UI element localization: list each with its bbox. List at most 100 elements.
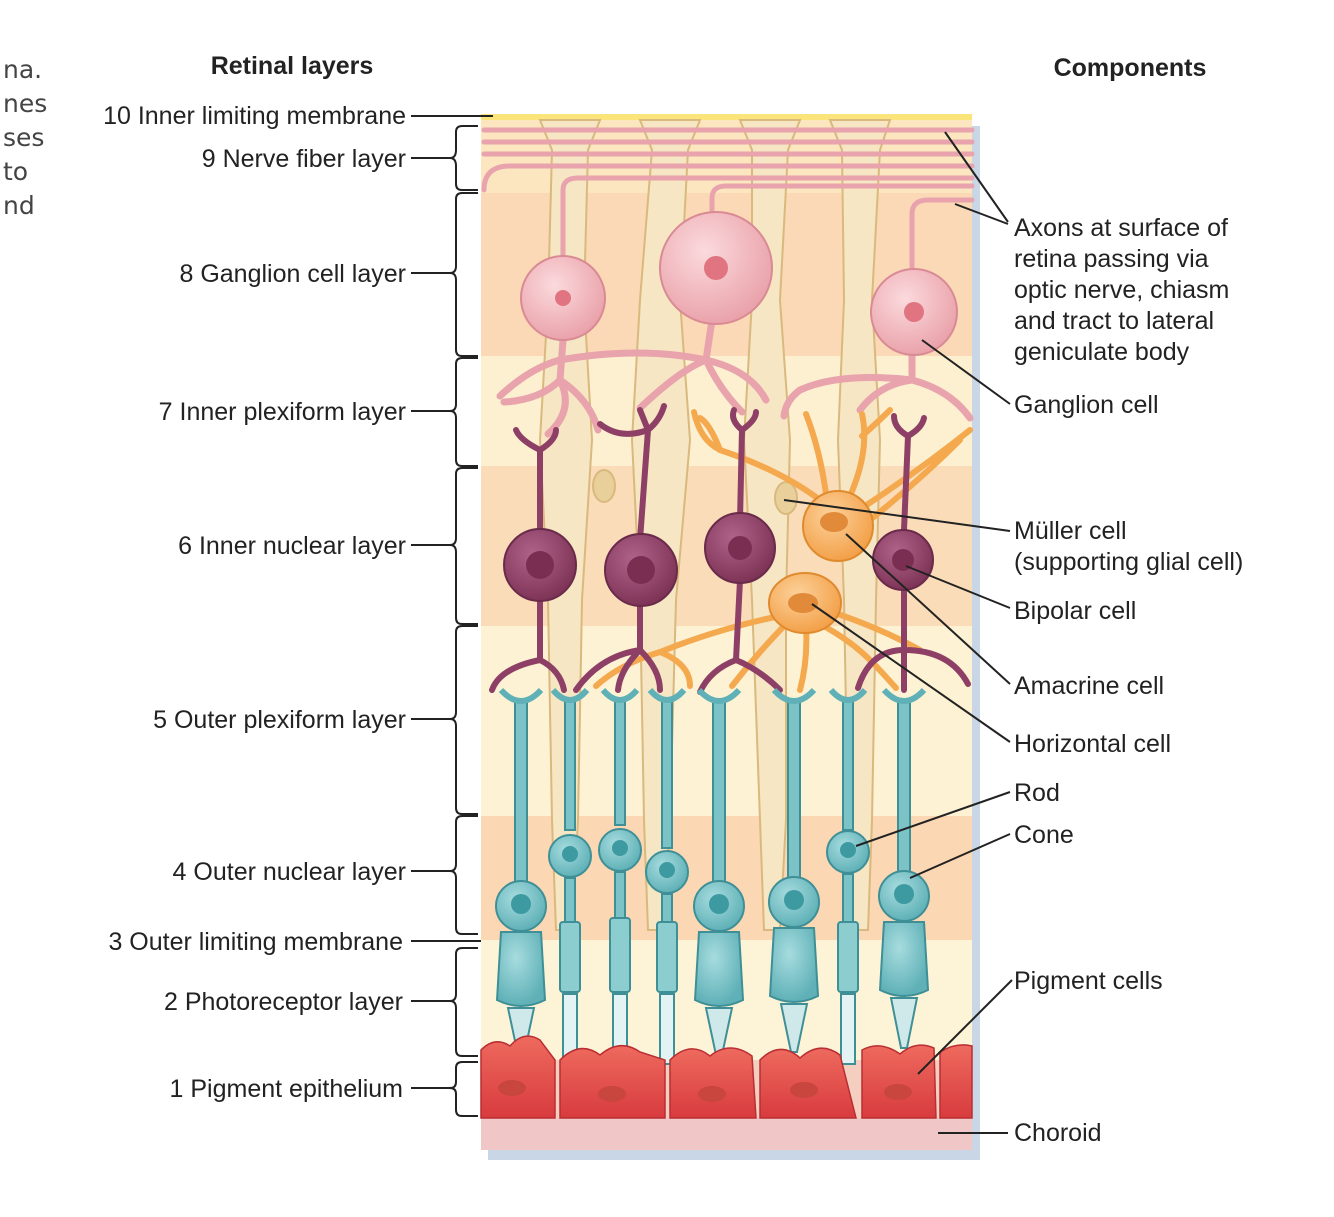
cut-off-caption: na. nes ses to nd	[3, 55, 47, 220]
ganglion-dendrite	[702, 356, 770, 404]
amacrine-process	[697, 415, 723, 453]
bipolar-axon	[597, 403, 667, 543]
bipolar-dendrite	[855, 587, 971, 693]
pigment-nucleus	[698, 1086, 726, 1102]
pigment-nucleus	[790, 1082, 818, 1098]
pigment-cell	[559, 1045, 666, 1119]
leader-amacrine	[845, 533, 1011, 685]
muller-cell-label-2: (supporting glial cell)	[1014, 548, 1243, 576]
amacrine-process	[867, 437, 963, 523]
pigment-cell	[480, 1035, 556, 1119]
svg-text:ses: ses	[3, 123, 44, 152]
axon-7	[909, 197, 975, 277]
leader-cone	[909, 833, 1011, 879]
amacrine-nucleus	[820, 512, 848, 532]
ganglion-dendrite	[556, 376, 602, 434]
horizontal-process	[829, 609, 923, 653]
bracket-layer-8	[449, 192, 478, 357]
bipolar-axon	[891, 413, 927, 533]
leader-pigment	[917, 979, 1013, 1075]
pigment-cell	[669, 1047, 757, 1119]
ganglion-dendrite	[702, 356, 746, 416]
muller-nucleus-1	[592, 469, 616, 503]
muller-nucleus-2	[774, 481, 798, 515]
cone-2	[693, 687, 745, 1056]
bipolar-cell-label: Bipolar cell	[1014, 597, 1136, 625]
leader-muller	[783, 499, 1011, 532]
horizontal-process	[817, 621, 899, 691]
inner-limiting-membrane	[481, 114, 972, 120]
choroid-label: Choroid	[1014, 1119, 1102, 1147]
leader-axons-2	[954, 203, 1009, 225]
pigment-cell	[861, 1044, 937, 1119]
layer-label-2: 2 Photoreceptor layer	[164, 988, 403, 1016]
ganglion-cell-label: Ganglion cell	[1014, 391, 1159, 419]
pigment-epithelium	[480, 1035, 973, 1119]
bipolar-nucleus	[892, 549, 914, 571]
pigment-nucleus	[598, 1086, 626, 1102]
band-choroid	[481, 1118, 972, 1150]
bipolar-nucleus	[526, 551, 554, 579]
layer-label-5: 5 Outer plexiform layer	[153, 706, 406, 734]
horizontal-nucleus	[788, 593, 818, 613]
svg-text:to: to	[3, 157, 28, 186]
rod-3	[645, 687, 689, 1065]
rod-4	[826, 687, 870, 1065]
bracket-layer-1	[449, 1061, 478, 1117]
ganglion-dendrite	[908, 376, 974, 422]
axons-label-4: and tract to lateral	[1014, 307, 1214, 335]
layer-label-4: 4 Outer nuclear layer	[173, 858, 406, 886]
cone-label: Cone	[1014, 821, 1074, 849]
cone-4	[878, 687, 930, 1049]
ganglion-dendrite	[780, 374, 916, 420]
muller-cell-label-1: Müller cell	[1014, 517, 1127, 545]
leader-axons-1	[944, 131, 1009, 223]
horizontal-process	[657, 649, 693, 689]
axon-5	[560, 175, 975, 259]
cone-1	[495, 687, 547, 1056]
layer-label-7: 7 Inner plexiform layer	[159, 398, 406, 426]
axon-1	[481, 163, 975, 193]
bipolar-dendrite	[697, 577, 783, 695]
layer-brackets	[411, 115, 493, 1117]
rod-1	[548, 687, 592, 1065]
components-header: Components	[1054, 54, 1207, 82]
pigment-nucleus	[498, 1080, 526, 1096]
horizontal-cell-label: Horizontal cell	[1014, 730, 1171, 758]
bipolar-nucleus	[627, 556, 655, 584]
bracket-layer-2	[449, 947, 478, 1057]
photoreceptors	[495, 687, 930, 1065]
leader-rod	[855, 791, 1011, 847]
amacrine-process	[847, 411, 868, 499]
amacrine-cell-label: Amacrine cell	[1014, 672, 1164, 700]
leader-horizontal	[811, 603, 1011, 743]
horizontal-process	[593, 613, 783, 689]
svg-text:nd: nd	[3, 191, 35, 220]
rod-label: Rod	[1014, 779, 1060, 807]
bracket-layer-7	[449, 357, 478, 467]
axons-label-5: geniculate body	[1014, 338, 1190, 366]
ganglion-nucleus	[904, 302, 924, 322]
axon-6	[709, 183, 975, 219]
bracket-layer-4	[449, 815, 478, 935]
leader-bipolar	[905, 565, 1011, 609]
bracket-layer-5	[449, 625, 478, 815]
axons-label-2: retina passing via	[1014, 245, 1209, 273]
ganglion-nucleus	[555, 290, 571, 306]
layer-label-3: 3 Outer limiting membrane	[108, 928, 403, 956]
svg-text:na.: na.	[3, 55, 42, 84]
layer-label-8: 8 Ganglion cell layer	[179, 260, 406, 288]
layer-label-9: 9 Nerve fiber layer	[202, 145, 406, 173]
layer-labels: 10 Inner limiting membrane 9 Nerve fiber…	[103, 102, 406, 1103]
pigment-cell	[939, 1044, 973, 1119]
bipolar-axon	[513, 427, 559, 533]
leader-ganglion	[921, 339, 1011, 405]
axons-label-1: Axons at surface of	[1014, 214, 1228, 242]
bipolar-axon	[730, 407, 759, 523]
bipolar-cells	[489, 403, 971, 695]
component-leaders	[783, 131, 1013, 1134]
bipolar-nucleus	[728, 536, 752, 560]
layer-label-6: 6 Inner nuclear layer	[178, 532, 406, 560]
